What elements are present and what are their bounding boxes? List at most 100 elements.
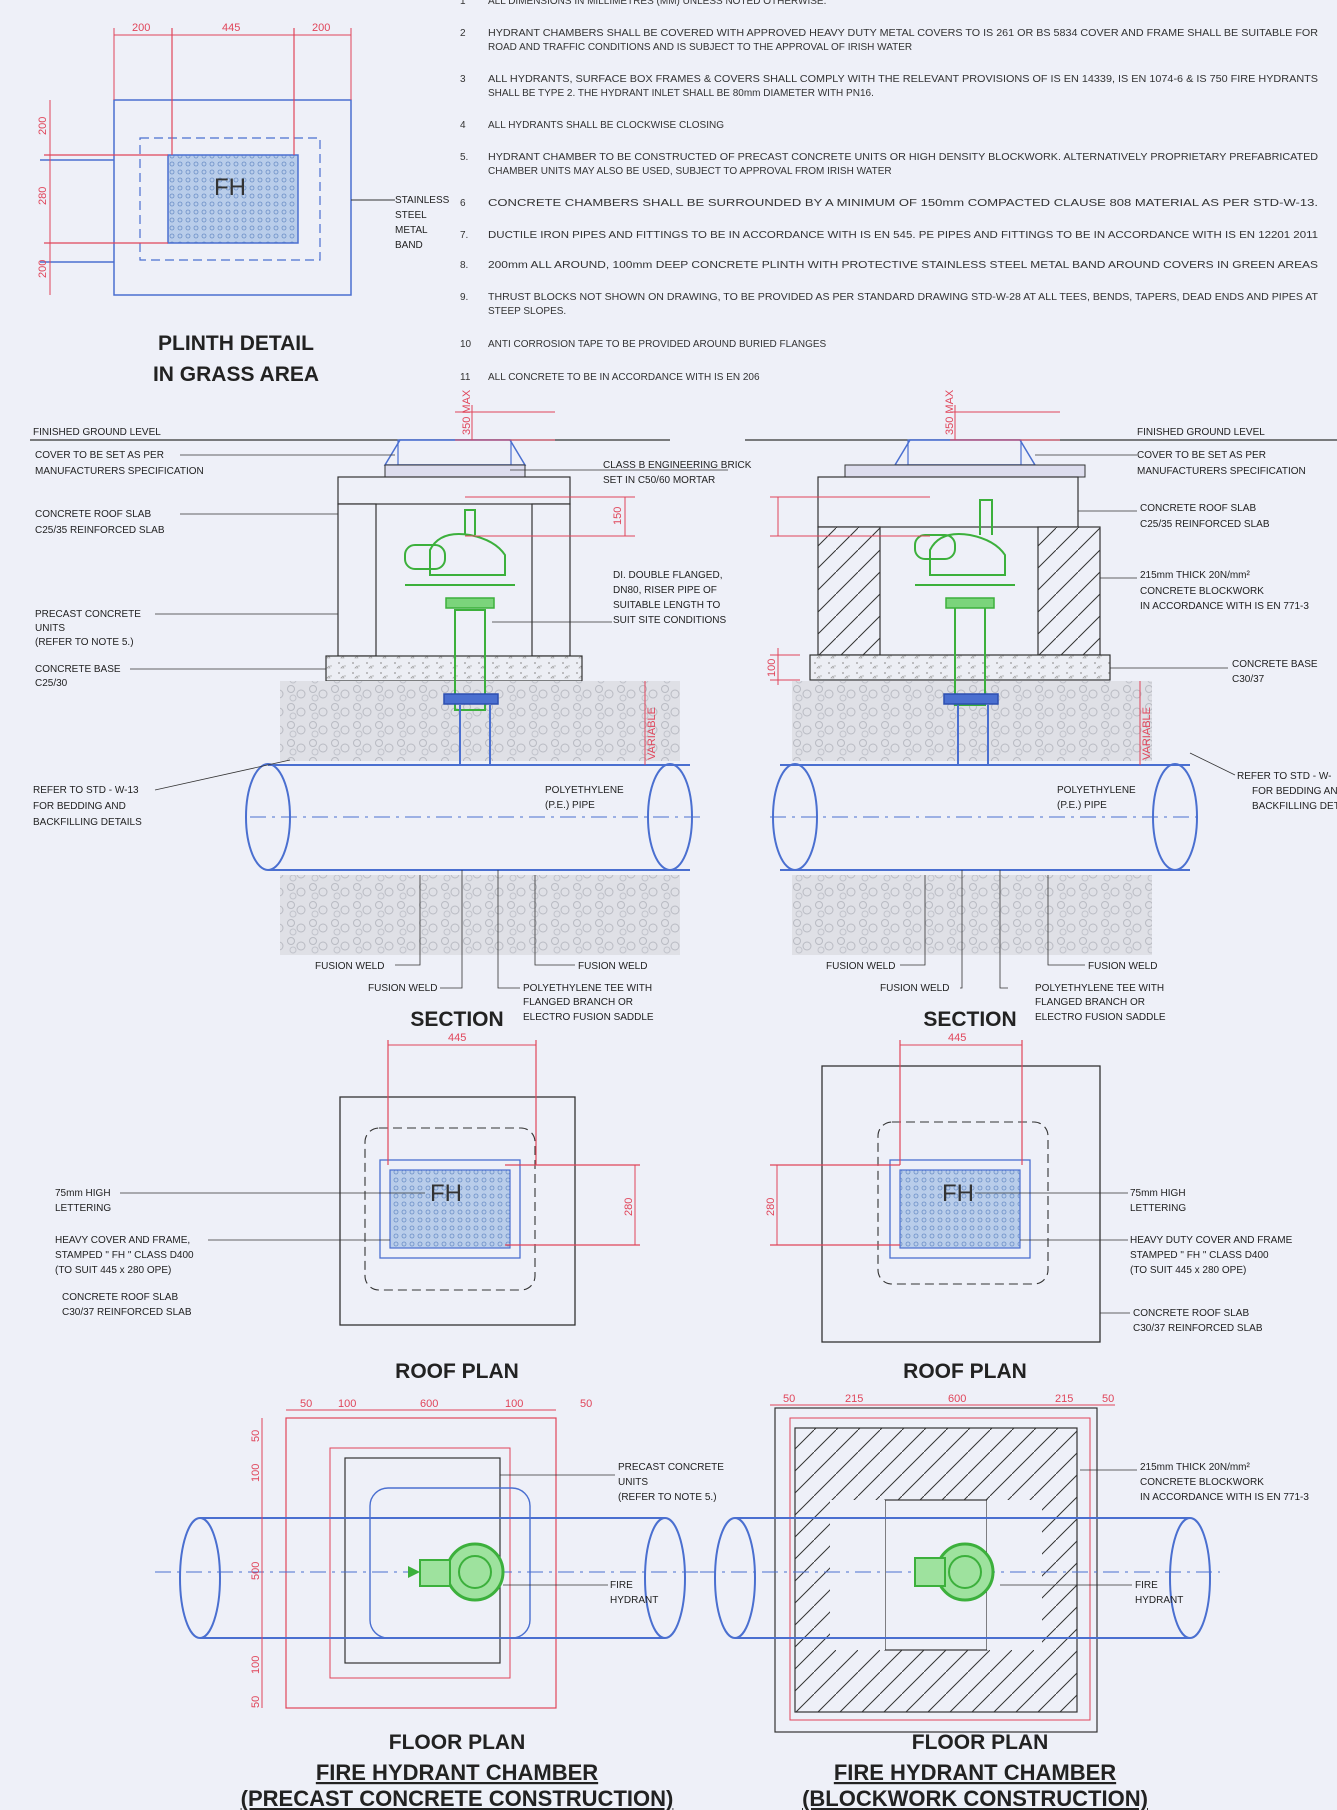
- left-floor-sub-2: (PRECAST CONCRETE CONSTRUCTION): [241, 1786, 674, 1810]
- note-text: HYDRANT CHAMBERS SHALL BE COVERED WITH A…: [488, 28, 1318, 39]
- band-label-2: STEEL: [395, 210, 427, 221]
- left-precast-2: UNITS: [35, 623, 65, 634]
- right-dim-var: VARIABLE: [1141, 707, 1153, 760]
- left-floor-dim-left-3: 500: [250, 1562, 262, 1580]
- right-fw-1: FUSION WELD: [826, 961, 895, 972]
- plinth-dim-top-2: 445: [222, 22, 240, 34]
- left-roof-2: C25/35 REINFORCED SLAB: [35, 525, 165, 536]
- left-base-2: C25/30: [35, 678, 68, 689]
- left-floor-dim-left-2: 100: [250, 1464, 262, 1482]
- note-number: 5.: [460, 152, 468, 163]
- plinth-dim-top-1: 200: [132, 22, 150, 34]
- left-cover-2: MANUFACTURERS SPECIFICATION: [35, 466, 204, 477]
- right-pe-2: (P.E.) PIPE: [1057, 800, 1107, 811]
- left-pe-2: (P.E.) PIPE: [545, 800, 595, 811]
- right-tee-3: ELECTRO FUSION SADDLE: [1035, 1012, 1166, 1023]
- right-roof-slab-2: C30/37 REINFORCED SLAB: [1133, 1323, 1263, 1334]
- left-fgl: FINISHED GROUND LEVEL: [33, 427, 161, 438]
- right-roof-title: ROOF PLAN: [903, 1360, 1027, 1383]
- left-di-4: SUIT SITE CONDITIONS: [613, 615, 726, 626]
- right-ref-3: BACKFILLING DETA: [1252, 801, 1337, 812]
- left-ref-1: REFER TO STD - W-13: [33, 785, 139, 796]
- right-blk-2: CONCRETE BLOCKWORK: [1140, 586, 1264, 597]
- left-tee-3: ELECTRO FUSION SADDLE: [523, 1012, 654, 1023]
- left-floor-dim-left-1: 50: [250, 1430, 262, 1442]
- right-floor-dim-top-4: 215: [1055, 1393, 1073, 1405]
- plinth-title-1: PLINTH DETAIL: [158, 332, 314, 355]
- left-roof-slab-2: C30/37 REINFORCED SLAB: [62, 1307, 192, 1318]
- note-number: 10: [460, 339, 472, 350]
- left-tee-1: POLYETHYLENE TEE WITH: [523, 983, 652, 994]
- left-floor-sub-1: FIRE HYDRANT CHAMBER: [316, 1760, 598, 1785]
- left-roof-1: CONCRETE ROOF SLAB: [35, 509, 151, 520]
- left-brick-2: SET IN C50/60 MORTAR: [603, 475, 715, 486]
- band-label-1: STAINLESS: [395, 195, 450, 206]
- right-base-1: CONCRETE BASE: [1232, 659, 1318, 670]
- left-roof-let-1: 75mm HIGH: [55, 1188, 111, 1199]
- left-fw-3: FUSION WELD: [578, 961, 647, 972]
- right-roof-dim-h: 280: [765, 1198, 777, 1216]
- right-roof-let-1: 75mm HIGH: [1130, 1188, 1186, 1199]
- left-roof-plan: FH 445 280 75mm HIGH LETTERING HEAVY COV…: [55, 1032, 640, 1383]
- right-floor-blk-1: 215mm THICK 20N/mm²: [1140, 1462, 1251, 1473]
- left-base-1: CONCRETE BASE: [35, 664, 121, 675]
- note-number: 3: [460, 74, 466, 85]
- right-dim-100: 100: [766, 659, 778, 677]
- left-dim-var: VARIABLE: [646, 707, 658, 760]
- note-text: HYDRANT CHAMBER TO BE CONSTRUCTED OF PRE…: [488, 152, 1318, 163]
- right-floor-fh-1: FIRE: [1135, 1580, 1158, 1591]
- left-roof-cov-2: STAMPED " FH " CLASS D400: [55, 1250, 194, 1261]
- right-floor-dim-top-5: 50: [1102, 1393, 1114, 1405]
- plinth-dim-left-2: 280: [37, 187, 49, 205]
- left-floor-dim-top-5: 50: [580, 1398, 592, 1410]
- note-text: 200mm ALL AROUND, 100mm DEEP CONCRETE PL…: [488, 260, 1318, 271]
- right-floor-dim-top-3: 600: [948, 1393, 966, 1405]
- plinth-cover: [167, 154, 299, 244]
- left-floor-dim-left-5: 50: [250, 1696, 262, 1708]
- note-text: DUCTILE IRON PIPES AND FITTINGS TO BE IN…: [488, 230, 1318, 241]
- right-fgl: FINISHED GROUND LEVEL: [1137, 427, 1265, 438]
- right-ref-1: REFER TO STD - W-: [1237, 771, 1331, 782]
- right-floor-title: FLOOR PLAN: [912, 1731, 1049, 1754]
- left-di-3: SUITABLE LENGTH TO: [613, 600, 720, 611]
- left-precast-1: PRECAST CONCRETE: [35, 609, 141, 620]
- right-roof-fh: FH: [942, 1180, 974, 1207]
- plinth-outer: [113, 99, 352, 296]
- left-floor-fh-2: HYDRANT: [610, 1595, 658, 1606]
- note-text: ALL HYDRANTS SHALL BE CLOCKWISE CLOSING: [488, 120, 724, 131]
- left-floor-dim-top-4: 100: [505, 1398, 523, 1410]
- right-blk-3: IN ACCORDANCE WITH IS EN 771-3: [1140, 601, 1309, 612]
- note-text: THRUST BLOCKS NOT SHOWN ON DRAWING, TO B…: [488, 292, 1318, 303]
- left-cover-1: COVER TO BE SET AS PER: [35, 450, 164, 461]
- plinth-dim-top-3: 200: [312, 22, 330, 34]
- right-floor-fh-2: HYDRANT: [1135, 1595, 1183, 1606]
- band-label-4: BAND: [395, 240, 423, 251]
- left-floor-dim-top-3: 600: [420, 1398, 438, 1410]
- left-ref-3: BACKFILLING DETAILS: [33, 817, 142, 828]
- note-text-continued: SHALL BE TYPE 2. THE HYDRANT INLET SHALL…: [488, 88, 874, 99]
- left-di-2: DN80, RISER PIPE OF: [613, 585, 717, 596]
- note-number: 8.: [460, 260, 468, 271]
- left-dim-max: 350 MAX: [461, 389, 473, 435]
- right-tee-1: POLYETHYLENE TEE WITH: [1035, 983, 1164, 994]
- left-roof-title: ROOF PLAN: [395, 1360, 519, 1383]
- note-number: 11: [460, 372, 471, 383]
- left-floor-plan: 50 100 600 100 50 50 100 500 100 50 PREC…: [155, 1398, 724, 1810]
- left-roof-cov-1: HEAVY COVER AND FRAME,: [55, 1235, 190, 1246]
- left-di-1: DI. DOUBLE FLANGED,: [613, 570, 722, 581]
- left-dim-150: 150: [612, 507, 624, 525]
- left-section: 350 MAX 150 VARIABLE FINISHED GROUND LEV…: [30, 389, 752, 1031]
- right-roof-let-2: LETTERING: [1130, 1203, 1186, 1214]
- plinth-fh-label: FH: [214, 174, 246, 201]
- right-floor-sub-1: FIRE HYDRANT CHAMBER: [834, 1760, 1116, 1785]
- note-number: 2: [460, 28, 466, 39]
- right-tee-2: FLANGED BRANCH OR: [1035, 997, 1145, 1008]
- note-number: 6: [460, 198, 466, 209]
- right-roof-plan: FH 445 280 75mm HIGH LETTERING HEAVY DUT…: [765, 1032, 1293, 1383]
- right-floor-blk-3: IN ACCORDANCE WITH IS EN 771-3: [1140, 1492, 1309, 1503]
- left-fw-1: FUSION WELD: [315, 961, 384, 972]
- plinth-dim-left-1: 200: [37, 117, 49, 135]
- note-text: ALL DIMENSIONS IN MILLIMETRES (MM) UNLES…: [488, 0, 826, 7]
- right-pe-1: POLYETHYLENE: [1057, 785, 1136, 796]
